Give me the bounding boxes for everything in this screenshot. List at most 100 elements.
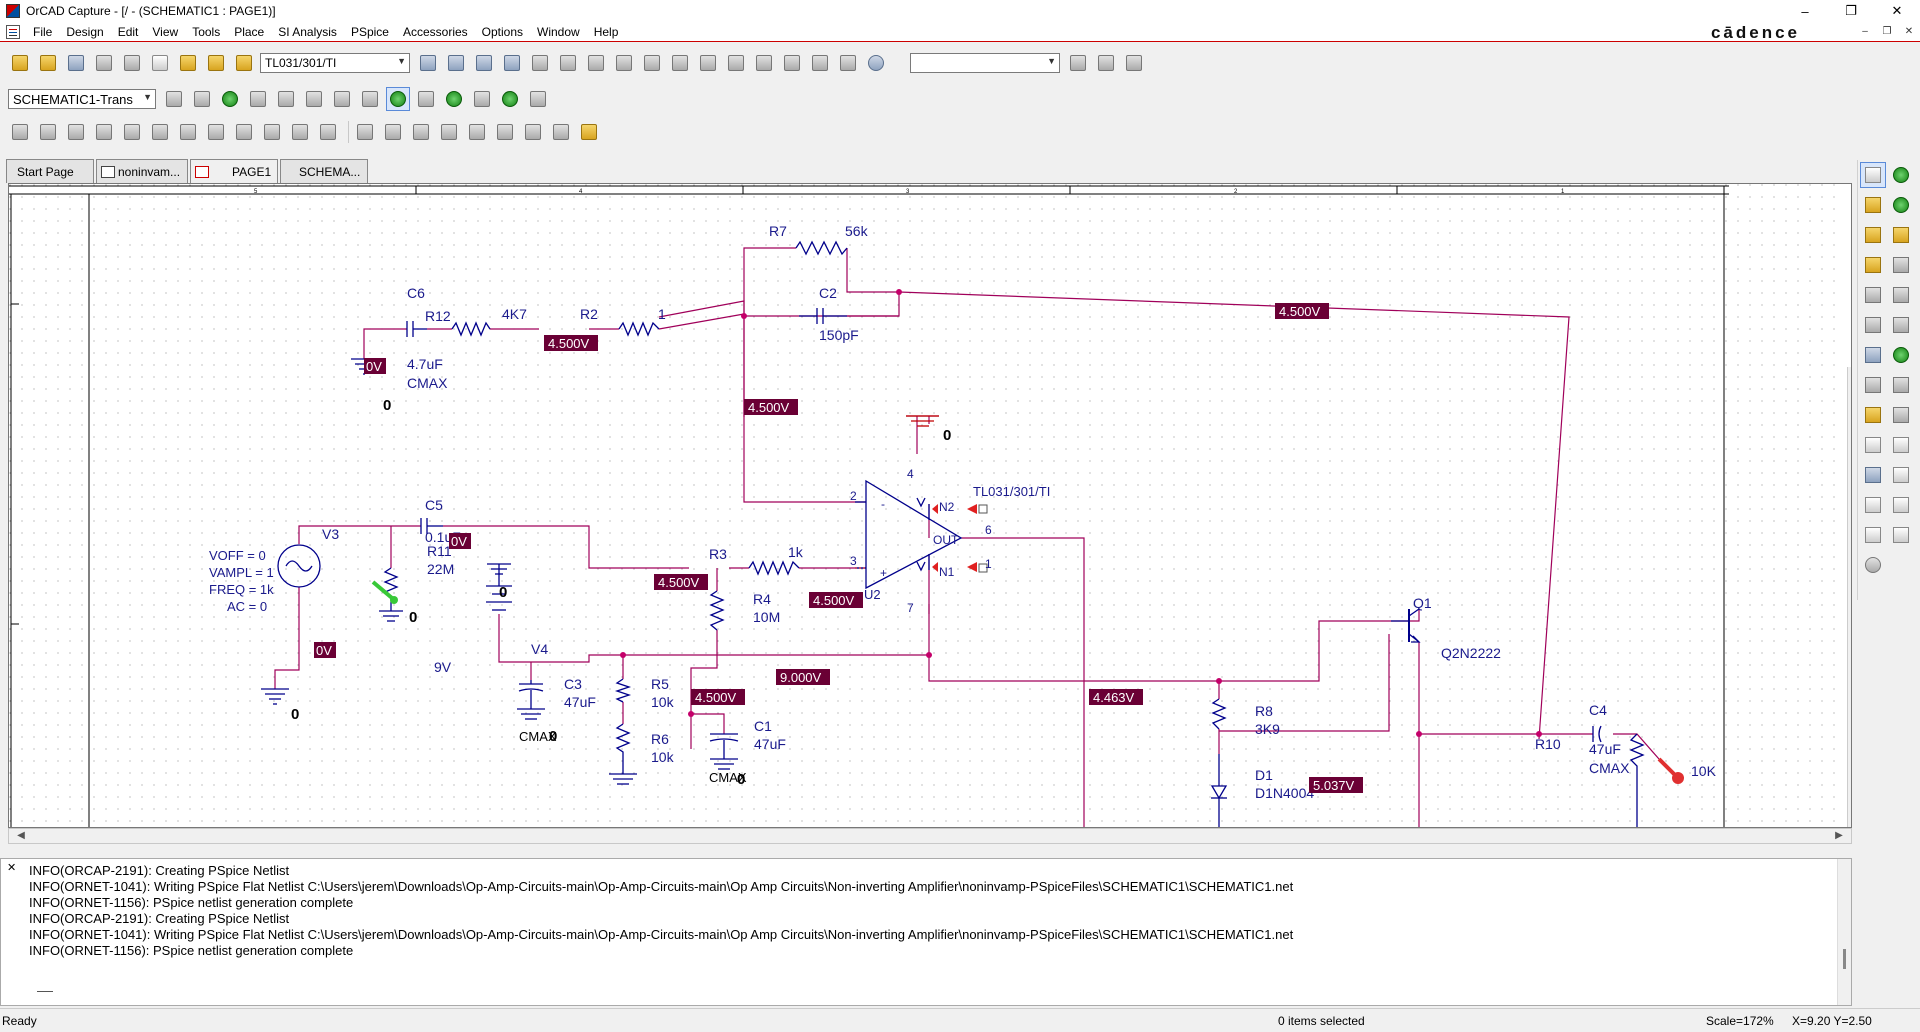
tool-button-7[interactable] — [724, 51, 748, 75]
menu-design[interactable]: Design — [66, 24, 104, 39]
place-rectangle-tool[interactable] — [1860, 462, 1886, 488]
zoom-in-button[interactable] — [416, 51, 440, 75]
menu-tools[interactable]: Tools — [192, 24, 221, 39]
maximize-button[interactable]: ❐ — [1845, 3, 1857, 18]
tool-button-9[interactable] — [780, 51, 804, 75]
canvas-vertical-scrollbar[interactable] — [1847, 367, 1851, 827]
menu-window[interactable]: Window — [537, 24, 580, 39]
menu-place[interactable]: Place — [234, 24, 265, 39]
redo-button[interactable] — [232, 51, 256, 75]
align-button-12[interactable] — [316, 120, 340, 144]
part-combo[interactable]: TL031/301/TI▼ — [260, 53, 410, 73]
align-button-5[interactable] — [120, 120, 144, 144]
menu-view[interactable]: View — [152, 24, 179, 39]
voltage-toggle-button[interactable] — [414, 87, 438, 111]
place-offpage-tool[interactable] — [1860, 312, 1886, 338]
tool-button-6[interactable] — [696, 51, 720, 75]
select-tool[interactable] — [1860, 162, 1886, 188]
place-port-tool[interactable] — [1860, 372, 1886, 398]
find-button[interactable] — [1066, 51, 1090, 75]
place-offpage2-tool[interactable] — [1860, 402, 1886, 428]
align-left-button[interactable] — [353, 120, 377, 144]
align-button-1[interactable] — [8, 120, 32, 144]
undo-button[interactable] — [204, 51, 228, 75]
scroll-left-icon[interactable]: ◀ — [17, 830, 25, 841]
place-no-erc-tool[interactable] — [1888, 402, 1914, 428]
tab-schematic[interactable]: SCHEMA... — [280, 159, 368, 183]
cut-button[interactable] — [120, 51, 144, 75]
place-bus-tool[interactable] — [1860, 222, 1886, 248]
paste-button[interactable] — [176, 51, 200, 75]
tab-start-page[interactable]: Start Page — [6, 159, 94, 183]
distribute-h-button[interactable] — [521, 120, 545, 144]
menu-si-analysis[interactable]: SI Analysis — [278, 24, 337, 39]
edit-profile-button[interactable] — [190, 87, 214, 111]
search-combo[interactable]: ▼ — [910, 53, 1060, 73]
place-pin-tool[interactable] — [1888, 372, 1914, 398]
place-power-tool[interactable] — [1860, 282, 1886, 308]
current-marker-button[interactable] — [330, 87, 354, 111]
tool-button-10[interactable] — [808, 51, 832, 75]
document-icon[interactable] — [6, 24, 20, 39]
menu-pspice[interactable]: PSpice — [350, 24, 389, 39]
align-button-9[interactable] — [232, 120, 256, 144]
close-button[interactable]: ✕ — [1891, 3, 1903, 18]
voltage-diff-marker-button[interactable] — [302, 87, 326, 111]
menu-options[interactable]: Options — [481, 24, 524, 39]
power-toggle-button[interactable] — [526, 87, 550, 111]
menu-edit[interactable]: Edit — [117, 24, 139, 39]
find-back-button[interactable] — [1094, 51, 1118, 75]
menu-file[interactable]: File — [33, 24, 53, 39]
place-hierarchical-block-tool[interactable] — [1888, 342, 1914, 368]
close-icon[interactable]: ✕ — [7, 862, 17, 874]
tab-noninvamp[interactable]: noninvam... — [96, 159, 188, 183]
align-button-11[interactable] — [288, 120, 312, 144]
enable-bias-power-button[interactable] — [498, 87, 522, 111]
place-bus-entry2-tool[interactable] — [1888, 312, 1914, 338]
align-button-10[interactable] — [260, 120, 284, 144]
place-no-connect-tool[interactable] — [1888, 282, 1914, 308]
place-ellipse-tool[interactable] — [1888, 462, 1914, 488]
find-forward-button[interactable] — [1122, 51, 1146, 75]
tool-button-11[interactable] — [836, 51, 860, 75]
align-center-button[interactable] — [381, 120, 405, 144]
zoom-area-button[interactable] — [472, 51, 496, 75]
place-bus-entry-tool[interactable] — [1860, 252, 1886, 278]
align-button-8[interactable] — [204, 120, 228, 144]
view-results-button[interactable] — [246, 87, 270, 111]
canvas-horizontal-scrollbar[interactable]: ◀ ▶ — [8, 828, 1852, 844]
tool-button-3[interactable] — [612, 51, 636, 75]
align-middle-button[interactable] — [465, 120, 489, 144]
align-button-3[interactable] — [64, 120, 88, 144]
place-image-tool[interactable] — [1888, 522, 1914, 548]
place-polyline-tool[interactable] — [1888, 432, 1914, 458]
scroll-right-icon[interactable]: ▶ — [1835, 830, 1843, 841]
align-button-6[interactable] — [148, 120, 172, 144]
align-button-7[interactable] — [176, 120, 200, 144]
tool-button-8[interactable] — [752, 51, 776, 75]
place-wire-tool[interactable] — [1860, 192, 1886, 218]
doc-minimize-button[interactable]: – — [1862, 26, 1868, 37]
log-vertical-scrollbar[interactable] — [1837, 859, 1851, 1005]
schematic-canvas[interactable]: 5 4 3 2 1 — [8, 183, 1852, 828]
help-button[interactable] — [864, 51, 888, 75]
minimize-button[interactable]: – — [1801, 3, 1809, 19]
enable-bias-voltage-button[interactable] — [386, 87, 410, 111]
current-toggle-button[interactable] — [470, 87, 494, 111]
align-button-4[interactable] — [92, 120, 116, 144]
place-net-alias-tool[interactable] — [1888, 252, 1914, 278]
place-net-tool[interactable] — [1888, 192, 1914, 218]
align-bottom-button[interactable] — [493, 120, 517, 144]
print-button[interactable] — [92, 51, 116, 75]
place-arc-tool[interactable] — [1860, 492, 1886, 518]
place-text-tool[interactable] — [1860, 522, 1886, 548]
tab-page1[interactable]: PAGE1 — [190, 159, 278, 183]
place-line-tool[interactable] — [1860, 432, 1886, 458]
power-marker-button[interactable] — [358, 87, 382, 111]
run-button[interactable] — [218, 87, 242, 111]
copy-button[interactable] — [148, 51, 172, 75]
distribute-v-button[interactable] — [549, 120, 573, 144]
align-button-2[interactable] — [36, 120, 60, 144]
doc-close-button[interactable]: ✕ — [1904, 26, 1914, 37]
place-junction-tool[interactable] — [1888, 222, 1914, 248]
